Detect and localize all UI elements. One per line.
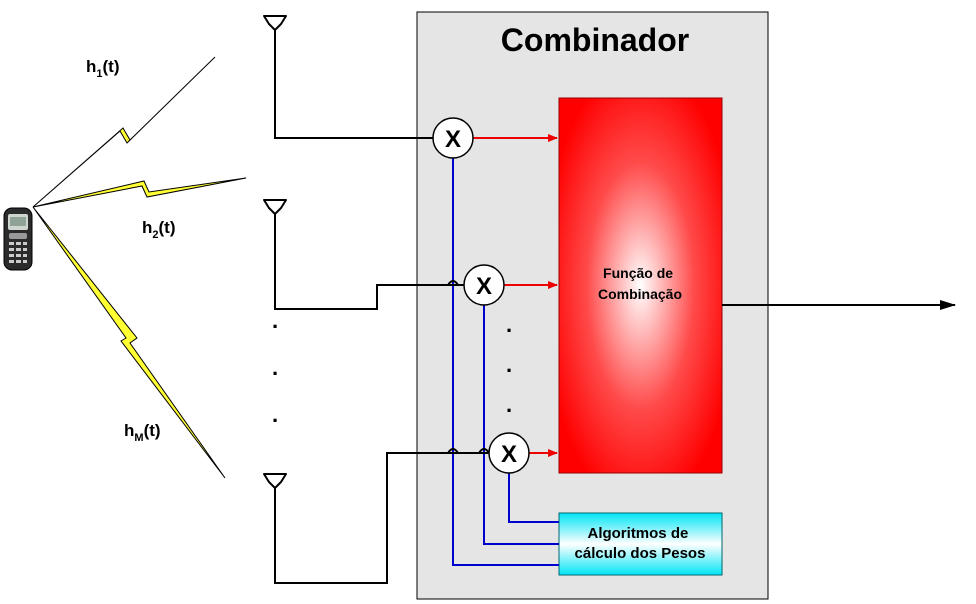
multiplier-m: X [488,432,530,474]
antenna-icon [263,15,287,31]
combiner-title: Combinador [501,22,689,58]
mobile-phone-icon [3,207,33,271]
weights-algorithm-block [558,512,723,576]
channel-label-1: h1(t) [86,57,120,80]
svg-text:.: . [272,402,278,427]
antenna-ellipsis: . . . [272,308,278,427]
antenna-icon [263,473,287,489]
antenna-feed-lines [274,30,490,584]
lightning-bolt-1 [32,56,216,208]
multiplier-1: X [432,117,474,159]
svg-text:X: X [476,273,492,300]
antenna-icon [263,199,287,215]
svg-text:.: . [506,312,512,337]
weights-algorithm-label: Algoritmos de cálculo dos Pesos [575,525,706,562]
line-crossings [447,280,490,454]
combining-function-block [558,97,723,474]
multiplier-output-arrows [473,134,558,457]
svg-text:.: . [272,355,278,380]
channel-label-m: hM(t) [124,421,161,444]
multiplier-2: X [463,264,505,306]
lightning-bolt-2 [32,177,247,208]
combining-function-label: Função de Combinação [598,265,682,302]
svg-text:.: . [506,352,512,377]
channel-paths [32,56,247,479]
weight-lines [452,158,559,566]
svg-text:X: X [445,126,461,153]
channel-label-2: h2(t) [142,218,176,241]
multiplier-ellipsis: . . . [506,312,512,417]
svg-text:.: . [506,392,512,417]
svg-text:X: X [501,441,517,468]
svg-text:.: . [272,308,278,333]
lightning-bolt-m [32,206,226,479]
